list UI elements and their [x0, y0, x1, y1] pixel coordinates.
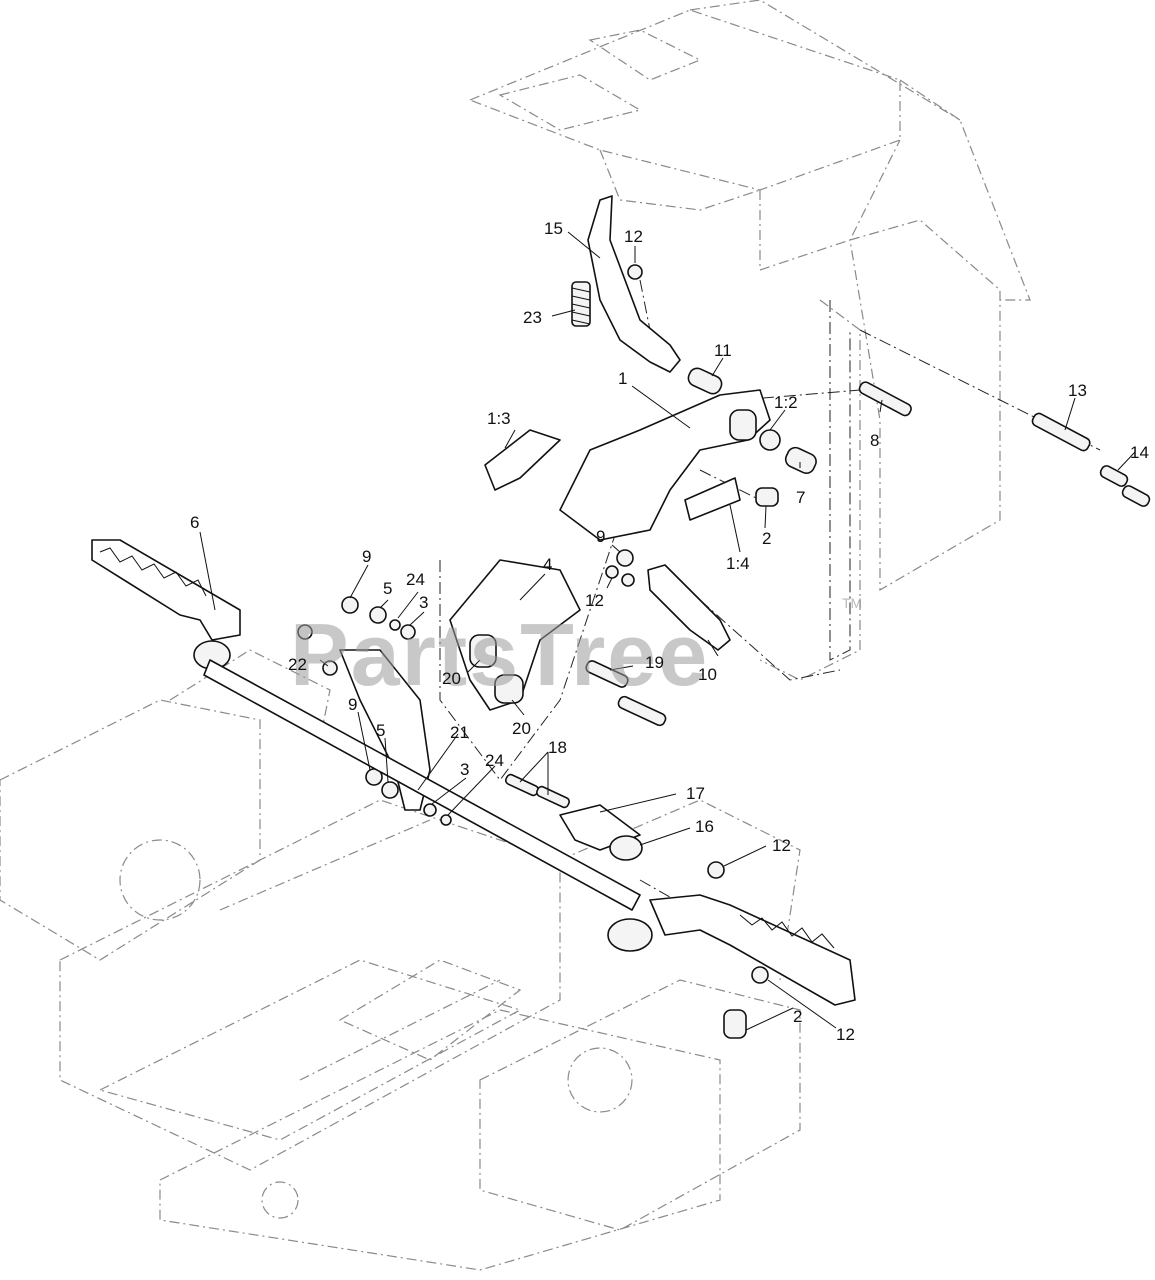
part-12-nut-left — [297, 624, 313, 640]
callout-6: 6 — [190, 513, 199, 532]
callout-12: 12 — [772, 836, 791, 855]
callout-2: 2 — [793, 1007, 802, 1026]
callout-13: 13 — [1068, 381, 1087, 400]
callout-3: 3 — [460, 760, 469, 779]
callout-9: 9 — [348, 695, 357, 714]
callout-21: 21 — [450, 723, 469, 742]
part-6-foot-rest — [91, 539, 241, 641]
callout-8: 8 — [870, 431, 879, 450]
callout-10: 10 — [698, 665, 717, 684]
part-15-bracket — [587, 195, 681, 373]
part-10-arm — [647, 564, 731, 651]
callout-22: 22 — [288, 655, 307, 674]
part-12-nut — [627, 264, 643, 280]
callout-9: 9 — [362, 547, 371, 566]
part-4-bracket — [449, 559, 581, 711]
part-18-bolt-a — [504, 773, 540, 797]
part-19-bolt-b — [617, 695, 667, 727]
callout-12: 12 — [624, 227, 643, 246]
part-3-washer-b — [423, 803, 437, 817]
callout-1: 1 — [618, 369, 627, 388]
part-1-2-washer — [759, 429, 781, 451]
callout-5: 5 — [376, 721, 385, 740]
callout-4: 4 — [543, 555, 552, 574]
part-14-bolt-b — [1121, 485, 1151, 507]
callout-1-4: 1:4 — [726, 554, 750, 573]
part-24-washer-b — [440, 814, 452, 826]
callout-23: 23 — [523, 308, 542, 327]
part-2-pin-upper — [755, 487, 779, 507]
callout-16: 16 — [695, 817, 714, 836]
part-2-pin-lower — [723, 1009, 747, 1039]
part-7-spacer — [784, 446, 817, 474]
callout-24: 24 — [406, 570, 425, 589]
part-12-nut-right — [605, 565, 619, 579]
callout-12: 12 — [585, 591, 604, 610]
part-9-nut-right — [616, 549, 634, 567]
part-19-bolt-a — [585, 660, 629, 688]
part-11-bushing — [687, 367, 723, 395]
part-23-spring — [571, 281, 591, 327]
watermark-text: PartsTree — [290, 605, 709, 704]
callout-1-3: 1:3 — [487, 409, 511, 428]
part-24-washer-a — [389, 619, 401, 631]
part-13-pin — [1031, 412, 1091, 452]
callout-2: 2 — [762, 529, 771, 548]
part-20-spacer — [494, 674, 524, 704]
pedal-assembly-upper — [484, 195, 1151, 541]
part-3-washer-a — [400, 624, 416, 640]
callout-17: 17 — [686, 784, 705, 803]
part-5-washer-a — [369, 606, 387, 624]
callout-3: 3 — [419, 593, 428, 612]
part-5-washer-b — [381, 781, 399, 799]
watermark: PartsTree TM — [290, 595, 862, 704]
callout-11: 11 — [714, 341, 732, 360]
callout-24: 24 — [485, 751, 504, 770]
part-14-bolt-a — [1099, 465, 1129, 487]
part-right-foot-rest — [649, 894, 856, 1006]
part-12-nut-bottom — [751, 966, 769, 984]
callout-18: 18 — [548, 738, 567, 757]
callout-5: 5 — [383, 579, 392, 598]
part-16-pivot — [609, 835, 643, 861]
part-8-pin — [858, 381, 912, 417]
part-18-bolt-b — [535, 785, 571, 809]
part-12-nut-lower — [707, 861, 725, 879]
part-1-3-pad — [484, 429, 561, 491]
callout-19: 19 — [645, 653, 664, 672]
part-1-4-pad — [684, 477, 741, 521]
part-1-pedal-arm — [559, 389, 771, 541]
callout-1-2: 1:2 — [774, 393, 798, 412]
leader-lines — [199, 231, 1136, 1031]
callout-12: 12 — [836, 1025, 855, 1044]
callout-15: 15 — [544, 219, 563, 238]
chassis-frame — [0, 0, 1031, 1271]
callout-20: 20 — [512, 719, 531, 738]
watermark-trademark: TM — [842, 595, 862, 611]
callouts: 15 12 23 11 1 1:2 1:3 13 8 14 7 2 1:4 6 … — [190, 219, 1149, 1044]
callout-14: 14 — [1130, 443, 1149, 462]
callout-9: 9 — [596, 527, 605, 546]
callout-7: 7 — [796, 488, 805, 507]
linkage-middle — [297, 549, 731, 826]
callout-20: 20 — [442, 669, 461, 688]
